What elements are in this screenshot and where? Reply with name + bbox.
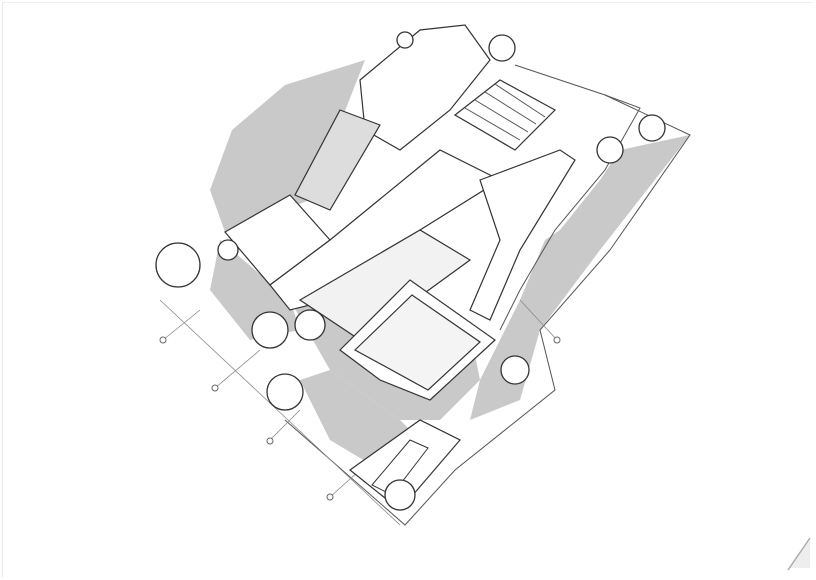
tree-icon — [251, 311, 289, 349]
pool — [353, 294, 481, 391]
site-boundary — [284, 64, 691, 526]
tree-icon — [155, 242, 201, 288]
tree-icon — [488, 34, 516, 62]
tree-icon — [396, 31, 414, 49]
corner-mark — [787, 537, 811, 571]
tree-icon — [217, 239, 239, 261]
tree-icon — [384, 479, 416, 511]
tree-icon — [596, 136, 624, 164]
tree-icon — [500, 355, 530, 385]
pergola — [453, 79, 556, 151]
tree-icon — [638, 114, 666, 142]
trees — [155, 31, 666, 511]
ramp — [294, 109, 381, 211]
tree-icon — [294, 309, 326, 341]
main-bar — [269, 149, 502, 311]
east-wing — [469, 149, 576, 321]
tree-icon — [266, 373, 304, 411]
courtyard — [298, 229, 472, 341]
upper-volume — [359, 24, 491, 151]
pergola-slats — [464, 83, 546, 141]
grid-markers — [159, 336, 561, 501]
